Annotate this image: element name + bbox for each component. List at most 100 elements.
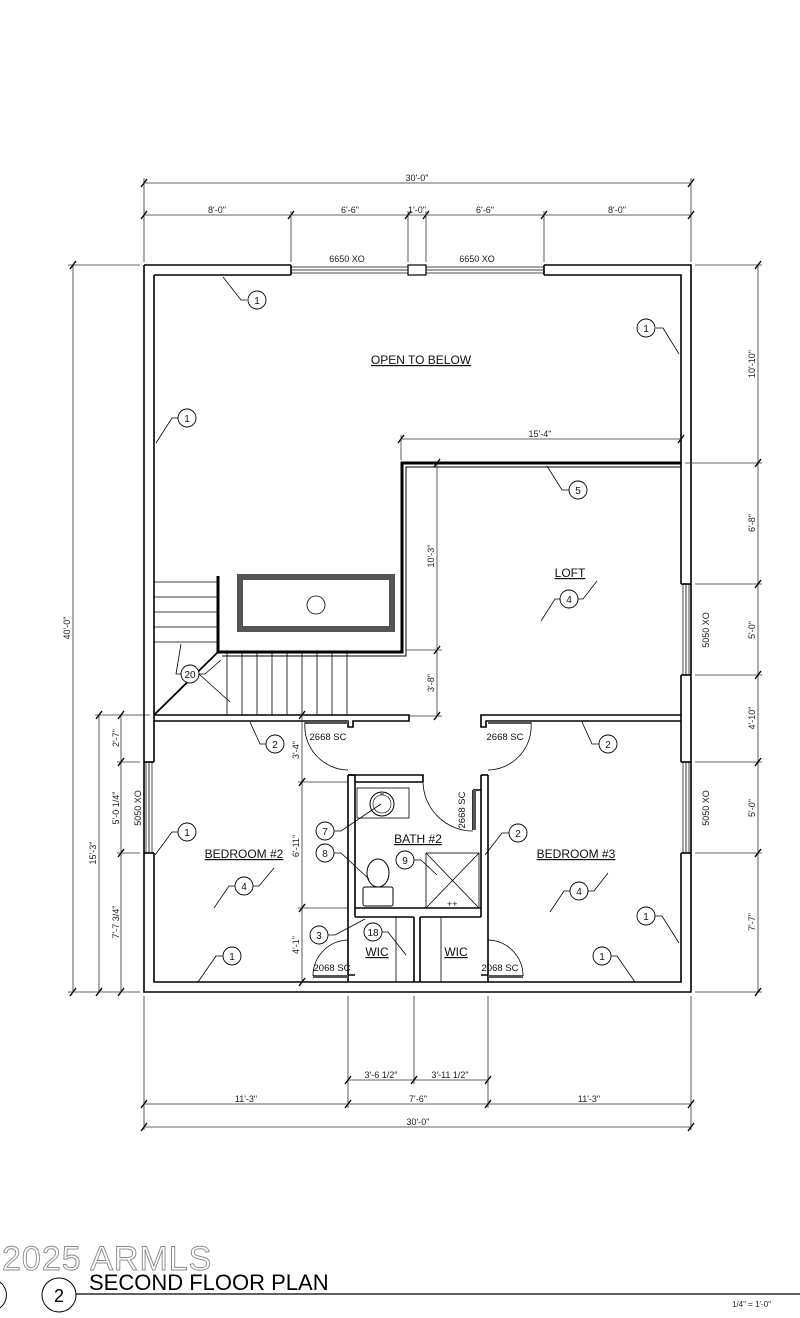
keynote-1-top: 1 <box>222 276 267 310</box>
door-label-bed2: 2668 SC <box>310 732 347 743</box>
dim-bath-wall-2: 6'-11" <box>291 835 301 857</box>
keynote-8: 8 <box>315 843 370 880</box>
bath-toilet <box>362 858 394 907</box>
keynote-1-right-upper: 1 <box>636 318 680 355</box>
svg-text:18: 18 <box>367 928 379 939</box>
door-label-wic-right: 2068 SC <box>482 963 519 974</box>
svg-text:2: 2 <box>515 829 521 840</box>
dim-left-overall: 40'-0" <box>62 617 72 640</box>
dim-bottom-seg-1: 11'-3" <box>235 1094 257 1104</box>
room-label-wic-left: WIC <box>365 945 389 959</box>
dim-right-3: 5'-0" <box>747 621 757 639</box>
top-dimension-overall: 30'-0" <box>140 173 695 262</box>
window-top-left: 6650 XO <box>290 254 409 274</box>
window-label-right-loft: 5050 XO <box>701 612 711 648</box>
loft-vertical-dimensions: 10'-3" 3'-8" <box>406 458 442 721</box>
dim-bottom-inner-2: 3'-11 1/2" <box>431 1070 468 1080</box>
left-dimensions: 40'-0" 15'-3" 2'-7" 5'-0 1/4" 7'-7 3/4" <box>62 260 150 997</box>
title-block: 2 SECOND FLOOR PLAN 1/4" = 1'-0" <box>0 1270 800 1313</box>
door-wic-right: 2068 SC <box>482 939 524 978</box>
window-right-loft: 5050 XO <box>682 583 711 676</box>
keynote-18: 18 <box>363 922 407 956</box>
dim-interior-2: 3'-8" <box>426 674 436 692</box>
svg-text:3: 3 <box>316 931 322 942</box>
watermark: 2025 ARMLS <box>2 1240 212 1278</box>
keynote-1-bed3-right: 1 <box>636 906 680 944</box>
drawing-title: SECOND FLOOR PLAN <box>89 1270 329 1295</box>
keynote-1-left-upper: 1 <box>155 408 197 444</box>
dim-bottom-seg-2: 7'-6" <box>409 1094 427 1104</box>
dim-loft-width: 15'-4" <box>529 429 552 439</box>
drawing-scale: 1/4" = 1'-0" <box>732 1300 771 1309</box>
svg-text:5: 5 <box>575 486 581 497</box>
door-label-bath: 2668 SC <box>457 791 468 828</box>
svg-text:1: 1 <box>643 912 649 923</box>
exterior-walls <box>143 264 692 993</box>
bottom-dimensions: 3'-6 1/2" 3'-11 1/2" 11'-3" 7'-6" 11'-3"… <box>140 996 695 1132</box>
window-right-bed3: 5050 XO <box>682 761 711 854</box>
keynote-1-bed2-bottom: 1 <box>197 946 242 983</box>
svg-text:20: 20 <box>184 670 196 681</box>
keynote-3: 3 <box>309 918 366 945</box>
dim-left-seg-1: 2'-7" <box>111 729 121 747</box>
svg-text:4: 4 <box>566 595 572 606</box>
window-top-right: 6650 XO <box>425 254 545 274</box>
keynote-5: 5 <box>546 465 588 500</box>
svg-text:1: 1 <box>229 952 235 963</box>
keynote-1-bed2-left: 1 <box>154 822 197 856</box>
stairs <box>153 581 348 716</box>
dim-right-2: 6'-8" <box>747 514 757 532</box>
interior-walls <box>154 714 681 982</box>
dim-left-sub-overall: 15'-3" <box>88 842 98 865</box>
window-label-top-right: 6650 XO <box>459 254 495 264</box>
chandelier-opening <box>237 574 395 632</box>
right-dimensions: 10'-10" 6'-8" 5'-0" 4'-10" 5'-0" 7'-7" <box>685 260 762 997</box>
svg-text:1: 1 <box>643 324 649 335</box>
dim-top-overall: 30'-0" <box>406 173 429 183</box>
dim-top-seg-4: 6'-6" <box>476 205 494 215</box>
keynote-20: 20 <box>175 643 231 703</box>
keynote-9: 9 <box>395 850 438 876</box>
bath-shower: ++ <box>425 852 480 909</box>
prev-view-bubble-edge <box>0 1281 7 1309</box>
dim-left-seg-2: 5'-0 1/4" <box>111 792 121 825</box>
door-label-bed3: 2668 SC <box>487 732 524 743</box>
room-label-bedroom3: BEDROOM #3 <box>537 847 616 861</box>
door-bed3: 2668 SC <box>487 721 532 771</box>
dim-left-seg-3: 7'-7 3/4" <box>111 906 121 939</box>
svg-text:7: 7 <box>322 827 328 838</box>
top-dimension-segments: 8'-0" 6'-6" 1'-0" 6'-6" 8'-0" <box>140 205 695 262</box>
svg-text:1: 1 <box>184 414 190 425</box>
svg-text:1: 1 <box>599 952 605 963</box>
window-mullion-post <box>407 264 427 276</box>
door-bed2: 2668 SC <box>304 721 349 771</box>
view-number-bubble <box>41 1277 77 1313</box>
dim-bottom-inner-1: 3'-6 1/2" <box>365 1070 398 1080</box>
keynote-4-loft: 4 <box>540 580 598 622</box>
door-wic-left: 2068 SC <box>312 939 351 978</box>
door-bath: 2668 SC <box>422 781 476 832</box>
keynote-1-bed3-bottom: 1 <box>592 946 636 983</box>
keynote-2-bed2: 2 <box>249 721 285 754</box>
svg-text:4: 4 <box>576 887 582 898</box>
window-left-bed2: 5050 XO <box>133 761 153 854</box>
dim-right-1: 10'-10" <box>747 350 757 378</box>
keynote-2-bath-wall: 2 <box>484 823 528 856</box>
svg-text:9: 9 <box>402 856 408 867</box>
dim-bath-wall-3: 4'-1" <box>291 936 301 954</box>
dim-bath-wall-1: 3'-4" <box>291 741 301 759</box>
window-label-right-bed3: 5050 XO <box>701 790 711 826</box>
loft-width-dimension: 15'-4" <box>397 429 685 460</box>
dim-top-seg-5: 8'-0" <box>608 205 626 215</box>
dim-bottom-overall: 30'-0" <box>407 1117 430 1127</box>
dim-right-5: 5'-0" <box>747 799 757 817</box>
room-label-loft: LOFT <box>555 566 586 580</box>
shower-drain-mark: ++ <box>447 899 458 909</box>
dim-interior-1: 10'-3" <box>426 545 436 568</box>
room-label-wic-right: WIC <box>444 945 468 959</box>
dim-top-seg-3: 1'-0" <box>408 205 426 215</box>
svg-text:4: 4 <box>241 882 247 893</box>
room-label-bath2: BATH #2 <box>394 832 442 846</box>
dim-top-seg-1: 8'-0" <box>208 205 226 215</box>
svg-text:1: 1 <box>184 828 190 839</box>
